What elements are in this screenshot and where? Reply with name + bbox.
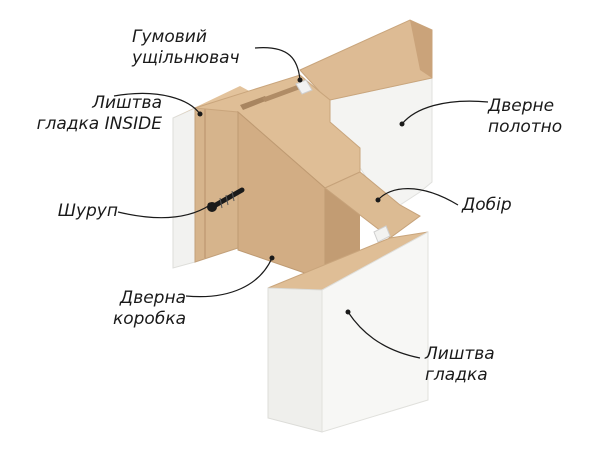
leader-gasket: [254, 47, 301, 81]
label-gasket-line2: ущільнювач: [132, 48, 240, 68]
label-gasket-line1: Гумовий: [132, 27, 207, 47]
label-casing-line2: гладка: [425, 365, 488, 385]
label-inside-casing-line2: гладка INSIDE: [36, 114, 162, 134]
door-leaf-edge: [410, 20, 432, 78]
label-door-frame: Дверна коробка: [113, 288, 186, 330]
label-door-leaf-line1: Дверне: [488, 96, 555, 116]
leader-door-leaf: [401, 100, 489, 125]
leader-inside-casing: [113, 92, 201, 115]
casing-side: [267, 287, 323, 433]
frame-groove-2: [262, 84, 303, 102]
gasket-shape: [295, 79, 313, 95]
leader-lines: [113, 47, 489, 359]
label-inside-casing: Лиштва гладка INSIDE: [37, 93, 162, 135]
inside-casing-white: [172, 107, 196, 269]
label-screw: Шуруп: [58, 201, 118, 222]
label-inside-casing-line1: Лиштва: [92, 93, 162, 113]
extension-slot: [373, 225, 391, 243]
label-screw-line1: Шуруп: [57, 201, 118, 221]
leader-screw: [117, 204, 211, 219]
extension-top: [324, 171, 421, 239]
label-casing: Лиштва гладка: [425, 344, 495, 386]
leader-extension: [377, 188, 459, 206]
leader-dots: [197, 77, 405, 315]
label-door-leaf-line2: полотно: [488, 117, 563, 137]
label-door-frame-line2: коробка: [112, 309, 186, 329]
label-casing-line1: Лиштва: [425, 344, 495, 364]
label-extension-line1: Добір: [462, 195, 512, 215]
leader-door-frame: [185, 257, 273, 298]
inside-casing-front: [194, 91, 239, 263]
frame-groove: [240, 96, 268, 110]
label-extension: Добір: [462, 195, 512, 216]
label-door-leaf: Дверне полотно: [488, 96, 562, 138]
leader-casing: [347, 311, 421, 359]
casing-front: [321, 231, 429, 433]
label-door-frame-line1: Дверна: [119, 288, 186, 308]
label-gasket: Гумовий ущільнювач: [132, 27, 240, 69]
